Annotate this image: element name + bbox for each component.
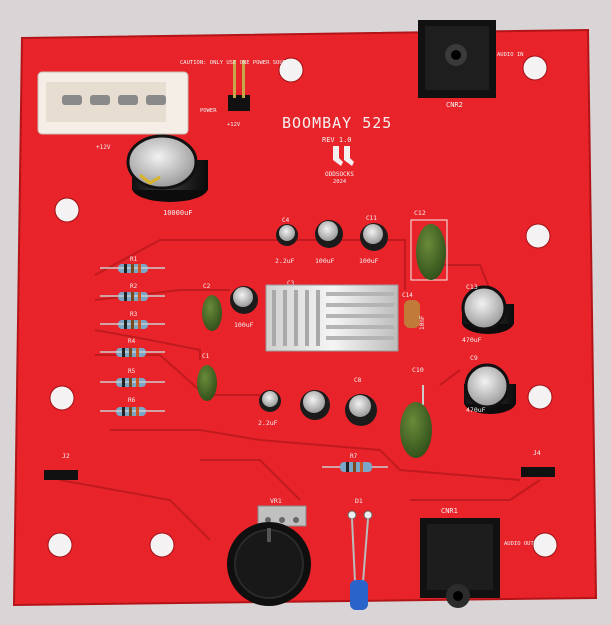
resistor-r4 [100, 348, 165, 357]
capacitor-c13 [461, 285, 514, 334]
audio-in-jack [418, 20, 496, 98]
label-r1: R1 [130, 256, 138, 263]
resistor-r2 [100, 292, 165, 301]
caution-text: CAUTION: ONLY USE ONE POWER SOURCE [180, 60, 293, 66]
label-c4: C4 [282, 217, 290, 224]
label-audio-in: AUDIO IN [497, 52, 524, 58]
label-audio-out: AUDIO OUT [504, 541, 534, 547]
label-c10: C10 [412, 366, 424, 374]
label-r5: R5 [128, 368, 136, 375]
label-cnr2: CNR2 [446, 101, 463, 109]
heatsink [265, 284, 399, 352]
capacitor-10000uf [126, 134, 208, 202]
label-j4: J4 [533, 449, 541, 457]
capacitor-c2 [202, 295, 222, 331]
mounting-holes [47, 55, 558, 558]
capacitor-c10 [400, 385, 432, 458]
label-c13-val: 470uF [462, 336, 482, 344]
label-c5-val: 100uF [315, 257, 335, 265]
capacitor-c8 [345, 394, 377, 426]
label-r2: R2 [130, 283, 138, 290]
label-plus12v-b: +12V [227, 122, 241, 128]
board-rev: REV 1.0 [322, 136, 352, 144]
label-j2: J2 [62, 452, 70, 460]
label-c1: C1 [202, 353, 210, 360]
label-r3: R3 [130, 311, 138, 318]
label-r7: R7 [350, 453, 358, 460]
capacitor-c6 [300, 390, 330, 420]
potentiometer-vr1 [227, 505, 311, 606]
resistor-r7 [322, 462, 388, 472]
capacitor-c3 [230, 286, 258, 314]
label-c2: C2 [203, 283, 211, 290]
label-plus12v-a: +12V [96, 144, 111, 151]
label-r4: R4 [128, 338, 136, 345]
label-d1: D1 [355, 497, 363, 505]
label-c4-val: 2.2uF [275, 257, 295, 265]
resistor-r6 [100, 407, 165, 416]
power-header [228, 60, 250, 111]
label-c9: C9 [470, 354, 478, 362]
capacitor-c12 [410, 219, 448, 281]
header-j4 [521, 467, 555, 477]
resistor-r5 [100, 378, 165, 387]
label-c13: C13 [466, 283, 478, 291]
label-c14-val: 10nF [419, 315, 426, 330]
capacitor-c5 [315, 220, 343, 248]
board-year: 2024 [333, 179, 347, 185]
led-d1 [347, 510, 373, 610]
power-connector [37, 71, 189, 135]
capacitor-c11 [360, 223, 388, 251]
label-c9-val: 470uF [466, 406, 486, 414]
capacitor-c9 [464, 363, 516, 414]
capacitor-c7 [259, 390, 281, 412]
board-title: BOOMBAY 525 [282, 114, 392, 132]
label-c8: C8 [354, 377, 362, 384]
socks-logo-icon [333, 146, 354, 166]
label-c14: C14 [402, 292, 413, 299]
label-c3-val: 100uF [234, 321, 254, 329]
capacitor-c4 [276, 224, 298, 246]
resistor-r1 [100, 264, 165, 273]
label-c3: C3 [287, 280, 295, 287]
label-c7-val: 2.2uF [258, 419, 278, 427]
label-cap-10000: 10000uF [163, 209, 193, 217]
label-c12: C12 [414, 209, 426, 217]
header-j2 [44, 470, 78, 480]
label-c11-val: 100uF [359, 257, 379, 265]
capacitor-c14 [404, 300, 420, 328]
label-power: POWER [200, 108, 217, 114]
label-c11: C11 [366, 215, 377, 222]
board-brand: ODDSOCKS [325, 171, 354, 178]
label-cnr1: CNR1 [441, 507, 458, 515]
label-r6: R6 [128, 397, 136, 404]
resistor-r3 [100, 320, 165, 329]
label-vr1: VR1 [270, 497, 282, 505]
capacitor-c1 [197, 365, 217, 401]
audio-out-jack [420, 518, 500, 608]
